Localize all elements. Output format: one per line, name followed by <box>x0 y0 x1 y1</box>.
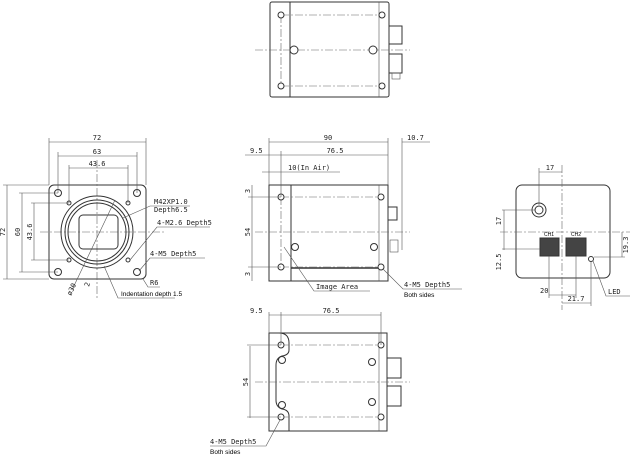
dim-length: 90 <box>324 134 332 142</box>
front-view: 72 63 43.6 72 60 43.6 M42XP1.0 Depth6.5 … <box>0 134 212 300</box>
indentation-label: Indentation depth 1.5 <box>121 291 182 298</box>
m5-label: 4-M5 Depth5 <box>150 250 196 258</box>
dim-width: 72 <box>93 134 101 142</box>
mount-depth-label: Depth6.5 <box>154 206 188 214</box>
side-view: 90 10.7 9.5 76.5 10(In Air) 3 54 3 Image… <box>244 134 462 299</box>
dim-holes: 76.5 <box>323 307 340 315</box>
dim-front: 9.5 <box>250 307 263 315</box>
dim-bottom: 3 <box>244 272 252 276</box>
offset-label: 2 <box>83 281 92 287</box>
dim-top: 3 <box>244 189 252 193</box>
dim-mid: 54 <box>244 228 252 236</box>
dim-v-inner: 43.6 <box>26 224 34 241</box>
dim-v-holes: 60 <box>14 228 22 236</box>
mount-label: M42XP1.0 <box>154 198 188 206</box>
dim-front: 9.5 <box>250 147 263 155</box>
dim-20: 20 <box>540 287 548 295</box>
dim-54: 54 <box>242 378 250 386</box>
image-area-label: Image Area <box>316 283 358 291</box>
dim-connector: 10.7 <box>407 134 424 142</box>
dim-17-horizontal: 17 <box>546 164 554 172</box>
dim-12-5: 12.5 <box>495 254 503 271</box>
dim-inner: 43.6 <box>89 160 106 168</box>
bottom-view: 9.5 76.5 54 4-M5 Depth5 Both sides <box>210 307 410 456</box>
dim-17-vertical: 17 <box>495 217 503 225</box>
m5-label: 4-M5 Depth5 <box>210 438 256 446</box>
dim-19-3: 19.3 <box>622 237 630 254</box>
m5-label: 4-M5 Depth5 <box>404 281 450 289</box>
diameter-label: ø30 <box>66 282 79 297</box>
both-sides-label: Both sides <box>210 449 241 456</box>
ch1-label: CH1 <box>544 232 554 238</box>
dim-height: 72 <box>0 228 7 236</box>
ch2-label: CH2 <box>571 232 581 238</box>
back-view: CH1 CH2 17 17 12.5 19.3 20 21.7 LED <box>495 164 630 310</box>
dim-air: 10(In Air) <box>288 164 330 172</box>
top-view <box>255 1 410 98</box>
radius-label: R6 <box>150 279 158 287</box>
dim-21-7: 21.7 <box>568 295 585 303</box>
m26-label: 4-M2.6 Depth5 <box>157 219 212 227</box>
dim-holes: 63 <box>93 148 101 156</box>
both-sides-label: Both sides <box>404 292 435 299</box>
led-label: LED <box>608 288 621 296</box>
dim-holes: 76.5 <box>327 147 344 155</box>
